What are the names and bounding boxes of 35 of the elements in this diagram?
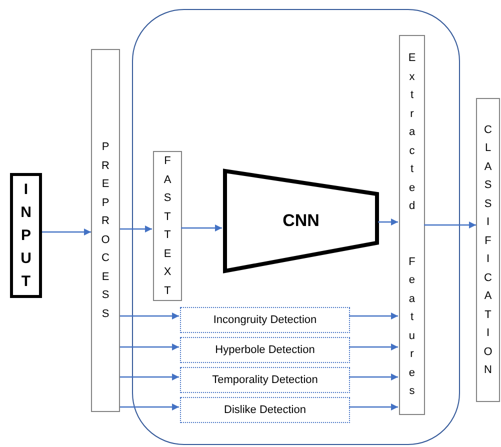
arrow xyxy=(120,226,152,232)
input-box xyxy=(10,173,42,298)
vertical-label: CLASSIFICATION xyxy=(484,122,492,378)
detection-label: Incongruity Detection xyxy=(213,314,317,326)
arrow xyxy=(181,224,222,232)
vertical-label: FASTTEXT xyxy=(164,154,172,298)
detection-box xyxy=(180,367,350,393)
arrow xyxy=(424,222,476,228)
vertical-label: INPUT xyxy=(20,180,32,292)
detection-label: Temporality Detection xyxy=(212,374,318,386)
detection-label: Dislike Detection xyxy=(224,404,306,416)
module-container xyxy=(132,9,460,445)
arrow xyxy=(349,344,398,350)
arrow xyxy=(120,344,179,350)
classifier-box xyxy=(476,98,500,402)
arrow xyxy=(378,218,398,226)
vertical-label: PREPROCESS xyxy=(101,140,110,322)
cnn-trapezoid xyxy=(223,169,379,273)
embedding-box xyxy=(153,151,182,301)
arrow xyxy=(120,312,179,320)
arrow xyxy=(349,374,398,380)
detection-label: Hyperbole Detection xyxy=(215,344,315,356)
arrow xyxy=(349,404,398,410)
features-box xyxy=(399,35,425,415)
vertical-label: Features xyxy=(408,254,416,400)
arrow xyxy=(349,312,398,320)
detection-box xyxy=(180,307,350,333)
detection-box xyxy=(180,337,350,363)
detection-box xyxy=(180,397,350,423)
process-box xyxy=(91,49,120,412)
arrow xyxy=(120,374,179,380)
vertical-label: Extracted xyxy=(408,51,416,214)
arrow xyxy=(120,404,179,410)
arrow xyxy=(42,228,91,236)
network-label: CNN xyxy=(282,211,320,231)
